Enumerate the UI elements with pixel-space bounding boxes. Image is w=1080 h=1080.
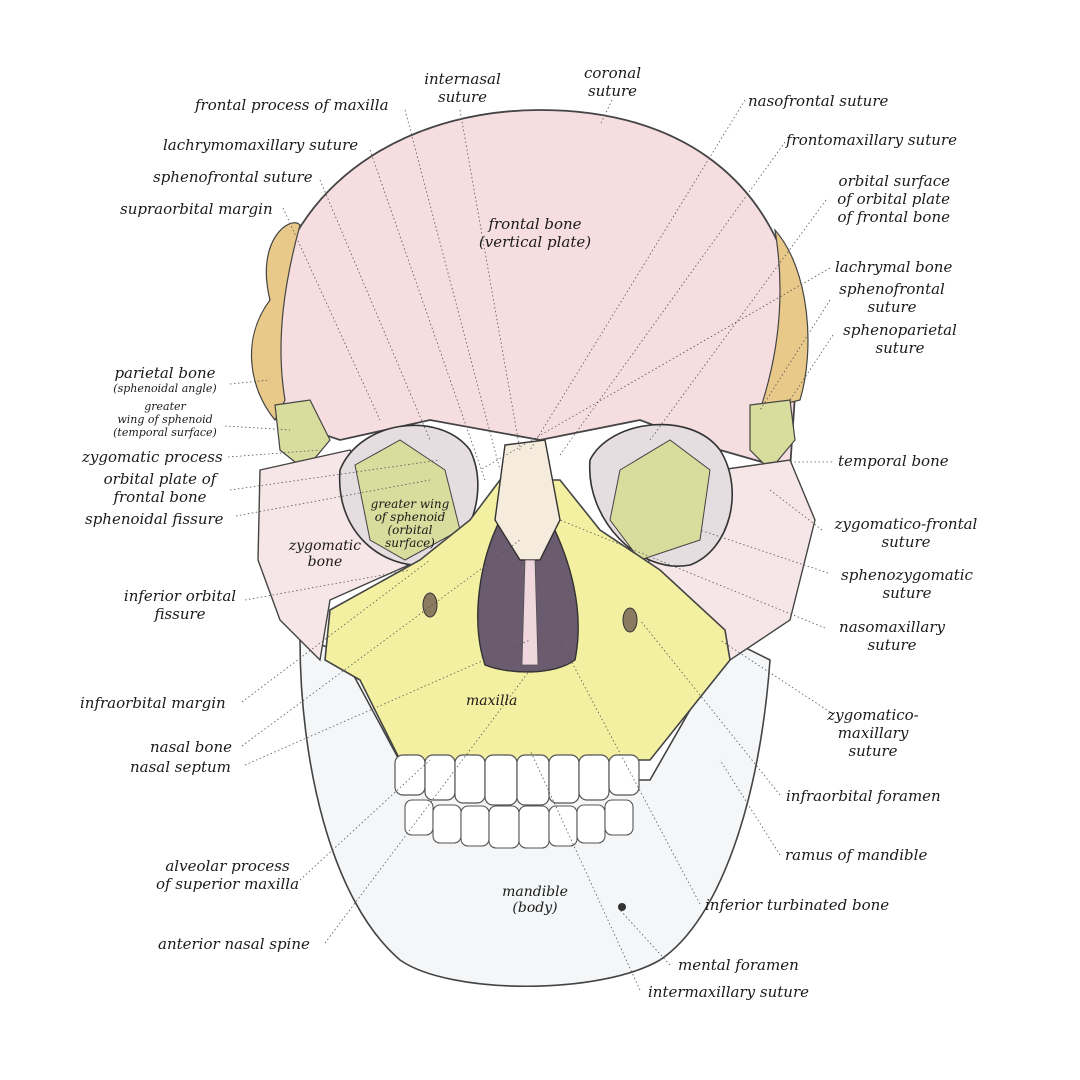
label-infraorbital-margin: infraorbital margin (80, 694, 226, 712)
label-nasal-bone: nasal bone (150, 738, 232, 756)
label-lachrymal-bone: lachrymal bone (835, 258, 953, 276)
upper-teeth (394, 754, 640, 806)
label-sphenofrontal-suture-right: sphenofrontal suture (839, 280, 945, 316)
label-supraorbital-margin: supraorbital margin (120, 200, 273, 218)
frontal-bone-shape (269, 109, 801, 472)
label-mandible-body: mandible (body) (502, 884, 568, 916)
label-nasomaxillary-suture: nasomaxillary suture (839, 618, 945, 654)
label-sphenofrontal-suture-left: sphenofrontal suture (153, 168, 313, 186)
label-sphenoidal-fissure: sphenoidal fissure (85, 510, 224, 528)
label-maxilla: maxilla (466, 693, 518, 709)
label-orbital-plate: orbital plate of frontal bone (103, 470, 217, 506)
label-frontal-process-of-maxilla: frontal process of maxilla (195, 96, 389, 114)
nasal-septum-shape (521, 559, 539, 666)
label-mental-foramen: mental foramen (678, 956, 799, 974)
lower-teeth (404, 799, 634, 849)
label-orbital-surface: orbital surface of orbital plate of fron… (837, 172, 950, 226)
label-temporal-bone: temporal bone (838, 452, 949, 470)
infraorbital-foramen-right (622, 607, 638, 633)
label-zygomatico-frontal-suture: zygomatico-frontal suture (834, 515, 978, 551)
label-intermaxillary-suture: intermaxillary suture (648, 983, 810, 1001)
label-sphenoparietal-suture: sphenoparietal suture (843, 321, 957, 357)
label-zygomatic-process: zygomatic process (82, 448, 223, 466)
label-parietal-bone: parietal bone (sphenoidal angle) (113, 364, 217, 395)
label-zygomatic-bone: zygomatic bone (288, 538, 362, 570)
label-zygomatico-maxillary-suture: zygomatico- maxillary suture (827, 706, 919, 760)
label-nasofrontal-suture: nasofrontal suture (748, 92, 889, 110)
label-frontomaxillary-suture: frontomaxillary suture (786, 131, 957, 149)
label-ramus-of-mandible: ramus of mandible (785, 846, 928, 864)
parietal-left-shape (250, 222, 301, 422)
nasal-bone-shape (494, 439, 561, 561)
sphenoid-temporal-right-shape (749, 399, 796, 471)
label-greater-wing-temporal: greater wing of sphenoid (temporal surfa… (113, 400, 217, 439)
leader-lines (224, 99, 834, 991)
infraorbital-foramen-left (422, 592, 438, 618)
label-inferior-orbital-fissure: inferior orbital fissure (123, 587, 237, 623)
sphenoid-orbital-right-shape (609, 439, 711, 561)
label-coronal-suture: coronal suture (583, 64, 642, 100)
label-inferior-turbinated-bone: inferior turbinated bone (705, 896, 890, 914)
label-sphenozygomatic-suture: sphenozygomatic suture (841, 566, 973, 602)
label-internasal-suture: internasal suture (424, 70, 501, 106)
label-alveolar-process: alveolar process of superior maxilla (155, 857, 300, 893)
label-infraorbital-foramen: infraorbital foramen (786, 787, 941, 805)
label-anterior-nasal-spine: anterior nasal spine (158, 935, 310, 953)
label-lachrymomaxillary-suture: lachrymomaxillary suture (163, 136, 359, 154)
label-frontal-bone-vertical-plate: frontal bone (vertical plate) (478, 215, 592, 251)
mental-foramen-right (618, 903, 626, 911)
label-greater-wing-orbital: greater wing of sphenoid (orbital surfac… (370, 497, 450, 550)
label-nasal-septum: nasal septum (130, 758, 231, 776)
